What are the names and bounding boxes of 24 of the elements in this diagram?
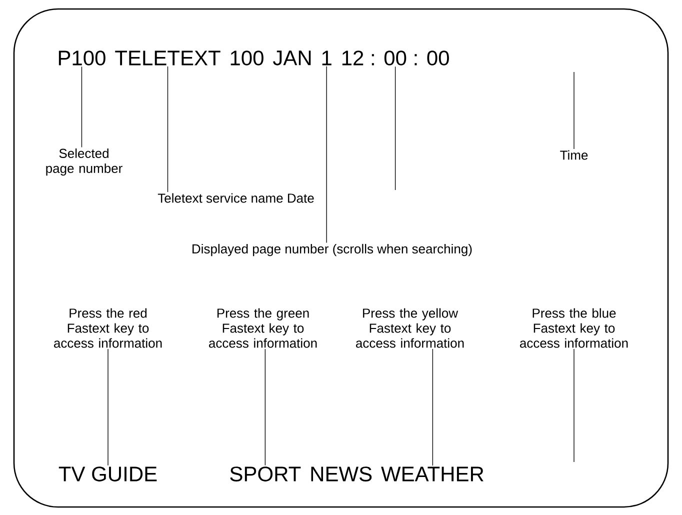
menu-text: WEATHER [381,466,484,482]
callout-label: Teletext service name Date [158,193,314,203]
leader-line [326,66,327,244]
key-instruction: Press the red Fastext key to access information [54,308,162,348]
header-text: 12 : 00 : 00 [342,50,449,66]
callout-label: Displayed page number (scrolls when searching) [192,244,472,256]
leader-line [394,66,396,190]
leader-line [81,66,82,148]
key-instruction: Press the green Fastext key to access information [209,308,317,348]
header-text: JAN [273,50,311,66]
key-instruction: Press the yellow Fastext key to access information [356,308,464,348]
menu-text: SPORT [230,466,301,482]
leader-line [432,348,434,466]
leader-line [167,66,168,192]
menu-text: NEWS [311,466,372,482]
leader-line [264,348,266,466]
callout-label: Time [560,150,588,160]
header-text: TELETEXT [115,50,220,66]
header-text: 1 [322,50,332,66]
header-text: P100 [58,50,106,66]
callout-label: Selected page number [46,148,122,176]
menu-text: TV GUIDE [58,466,157,482]
header-text: 100 [230,50,264,66]
key-instruction: Press the blue Fastext key to access information [520,308,628,348]
